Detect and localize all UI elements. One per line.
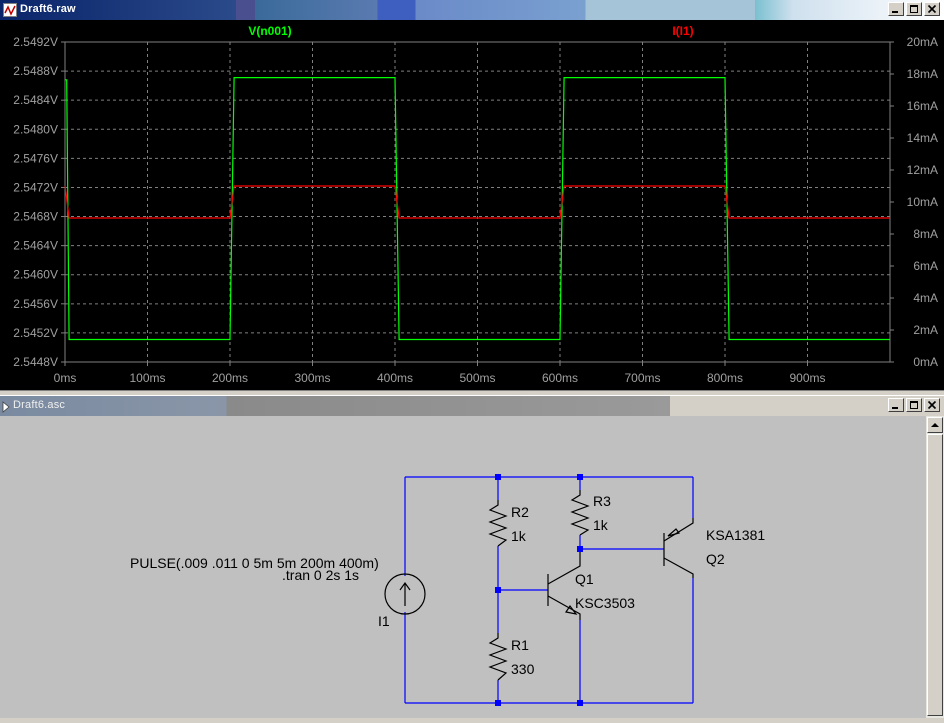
scroll-thumb[interactable] xyxy=(927,434,943,716)
schematic-window-titlebar[interactable]: Draft6.asc xyxy=(0,396,944,416)
pane-splitter[interactable] xyxy=(0,390,944,396)
pulse-directive: PULSE(.009 .011 0 5m 5m 200m 400m) xyxy=(130,555,379,571)
y-right-tick-label: 2mA xyxy=(913,323,938,337)
y-right-tick-label: 4mA xyxy=(913,291,938,305)
restore-button[interactable] xyxy=(906,2,922,16)
r2-resistor xyxy=(488,500,508,547)
waveform-window-title: Draft6.raw xyxy=(20,3,76,15)
r2-value: 1k xyxy=(511,528,527,544)
y-right-tick-label: 10mA xyxy=(907,195,938,209)
y-right-tick-label: 6mA xyxy=(913,259,938,273)
y-left-tick-label: 2.5484V xyxy=(13,93,58,107)
y-left-tick-label: 2.5488V xyxy=(13,64,58,78)
y-left-tick-label: 2.5468V xyxy=(13,210,58,224)
waveform-window-titlebar[interactable]: Draft6.raw xyxy=(0,0,944,20)
legend-voltage: V(n001) xyxy=(248,24,291,38)
y-right-tick-label: 8mA xyxy=(913,227,938,241)
schematic-window-title: Draft6.asc xyxy=(13,399,66,411)
y-left-tick-label: 2.5464V xyxy=(13,239,58,253)
q1-npn-transistor-icon xyxy=(547,549,581,620)
x-tick-label: 500ms xyxy=(459,371,495,385)
schematic-drawing[interactable]: PULSE(.009 .011 0 5m 5m 200m 400m) .tran… xyxy=(0,416,926,718)
y-right-tick-label: 12mA xyxy=(907,163,938,177)
minimize-button[interactable] xyxy=(888,2,904,16)
r1-label: R1 xyxy=(511,637,529,653)
x-tick-label: 200ms xyxy=(212,371,248,385)
trace-v-n001- xyxy=(65,76,890,341)
r2-label: R2 xyxy=(511,504,529,520)
q1-label: Q1 xyxy=(575,571,594,587)
y-right-tick-label: 16mA xyxy=(907,99,938,113)
waveform-chart[interactable]: 2.5448V 2.5452V 2.5456V 2.5460V 2.5464V 2.546… xyxy=(0,20,944,392)
waveform-window-icon xyxy=(3,3,17,17)
x-tick-label: 700ms xyxy=(624,371,660,385)
schematic-close-button[interactable] xyxy=(924,398,940,412)
junction-dot xyxy=(577,474,583,480)
minimize-icon xyxy=(892,11,898,13)
minimize-icon xyxy=(892,407,898,409)
r3-resistor xyxy=(570,490,590,536)
y-left-tick-label: 2.5456V xyxy=(13,297,58,311)
schematic-minimize-button[interactable] xyxy=(888,398,904,412)
x-tick-label: 900ms xyxy=(789,371,825,385)
y-left-tick-label: 2.5460V xyxy=(13,268,58,282)
i1-label: I1 xyxy=(378,613,390,629)
r1-resistor xyxy=(488,633,508,681)
y-right-tick-label: 20mA xyxy=(907,35,938,49)
y-right-tick-label: 14mA xyxy=(907,131,938,145)
r1-value: 330 xyxy=(511,661,535,677)
trace-i-i1- xyxy=(64,185,890,219)
legend-current: I(I1) xyxy=(672,24,693,38)
junction-dot xyxy=(495,587,501,593)
close-icon xyxy=(927,400,937,410)
scroll-up-icon xyxy=(931,423,939,427)
y-left-tick-label: 2.5480V xyxy=(13,122,58,136)
y-right-tick-label: 0mA xyxy=(913,355,938,369)
tran-directive: .tran 0 2s 1s xyxy=(282,567,359,583)
y-left-tick-label: 2.5472V xyxy=(13,180,58,194)
scroll-up-button[interactable] xyxy=(927,417,943,433)
y-left-tick-label: 2.5476V xyxy=(13,151,58,165)
restore-icon xyxy=(910,5,918,13)
x-tick-label: 0ms xyxy=(54,371,77,385)
q2-pnp-transistor-icon xyxy=(663,518,694,578)
restore-icon xyxy=(910,401,918,409)
x-tick-label: 800ms xyxy=(707,371,743,385)
junction-dot xyxy=(495,700,501,706)
y-left-tick-label: 2.5492V xyxy=(13,35,58,49)
schematic-window-icon xyxy=(1,400,11,413)
r3-value: 1k xyxy=(593,517,609,533)
q1-model: KSC3503 xyxy=(575,595,635,611)
y-left-tick-label: 2.5452V xyxy=(13,326,58,340)
close-button[interactable] xyxy=(924,2,940,16)
i1-arrow-icon xyxy=(399,581,411,606)
junction-dot xyxy=(495,474,501,480)
y-left-tick-label: 2.5448V xyxy=(13,355,58,369)
x-tick-label: 600ms xyxy=(542,371,578,385)
x-tick-label: 300ms xyxy=(294,371,330,385)
junction-dot xyxy=(577,700,583,706)
i1-current-source-icon xyxy=(384,573,426,615)
x-tick-label: 100ms xyxy=(129,371,165,385)
q2-label: Q2 xyxy=(706,551,725,567)
close-icon xyxy=(927,4,937,14)
junction-dot xyxy=(577,546,583,552)
r3-label: R3 xyxy=(593,493,611,509)
y-right-tick-label: 18mA xyxy=(907,67,938,81)
schematic-restore-button[interactable] xyxy=(906,398,922,412)
schematic-canvas[interactable]: PULSE(.009 .011 0 5m 5m 200m 400m) .tran… xyxy=(0,416,926,718)
q2-model: KSA1381 xyxy=(706,527,765,543)
schematic-vertical-scrollbar[interactable] xyxy=(926,416,944,718)
waveform-plot-pane[interactable]: 2.5448V 2.5452V 2.5456V 2.5460V 2.5464V 2.546… xyxy=(0,20,944,392)
x-tick-label: 400ms xyxy=(377,371,413,385)
